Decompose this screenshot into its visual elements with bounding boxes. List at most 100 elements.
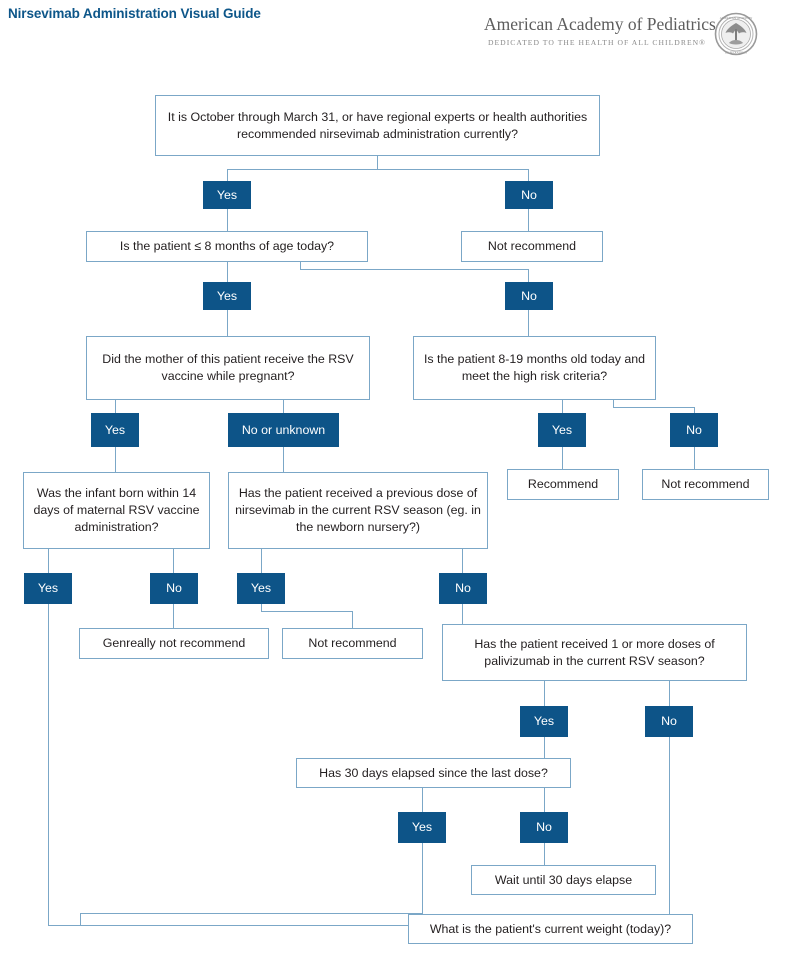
answer-no-palivizumab[interactable]: No — [645, 706, 693, 737]
connector — [227, 209, 228, 231]
terminal-text: Genreally not recommend — [102, 636, 246, 650]
connector — [377, 156, 378, 170]
connector — [352, 611, 353, 628]
answer-yes-born-within-14-days[interactable]: Yes — [24, 573, 72, 604]
connector — [669, 681, 670, 706]
answer-label: No or unknown — [241, 422, 326, 437]
connector — [613, 400, 614, 408]
answer-label: Yes — [37, 581, 59, 595]
answer-label: No — [521, 187, 537, 202]
terminal-not-recommend-season[interactable]: Not recommend — [461, 231, 603, 262]
question-text: Is the patient 8-19 months old today and… — [423, 352, 646, 383]
question-box-age-under-8-months[interactable]: Is the patient ≤ 8 months of age today? — [86, 231, 368, 262]
question-box-30-days-elapsed[interactable]: Has 30 days elapsed since the last dose? — [296, 758, 571, 788]
answer-yes-season[interactable]: Yes — [203, 181, 251, 209]
terminal-text: Not recommend — [487, 239, 577, 253]
connector — [115, 400, 116, 413]
connector — [173, 549, 174, 573]
answer-label: No — [455, 581, 471, 595]
question-text: It is October through March 31, or have … — [167, 109, 588, 141]
answer-no-or-unknown-maternal-vaccine[interactable]: No or unknown — [228, 413, 339, 447]
answer-label: Yes — [216, 187, 238, 202]
terminal-generally-not-recommend[interactable]: Genreally not recommend — [79, 628, 269, 659]
terminal-not-recommend-high-risk[interactable]: Not recommend — [642, 469, 769, 500]
question-box-palivizumab-doses[interactable]: Has the patient received 1 or more doses… — [442, 624, 747, 681]
question-text: What is the patient's current weight (to… — [429, 921, 672, 936]
answer-no-born-within-14-days[interactable]: No — [150, 573, 198, 604]
svg-text:AMERICAN ACADEMY: AMERICAN ACADEMY — [720, 16, 754, 20]
answer-label: Yes — [411, 820, 433, 834]
answer-label: Yes — [551, 422, 573, 437]
answer-no-high-risk[interactable]: No — [670, 413, 718, 447]
question-box-current-weight[interactable]: What is the patient's current weight (to… — [408, 914, 693, 944]
question-box-previous-nirsevimab-dose[interactable]: Has the patient received a previous dose… — [228, 472, 488, 549]
connector — [544, 737, 545, 758]
answer-yes-30-days[interactable]: Yes — [398, 812, 446, 843]
connector — [462, 549, 463, 573]
answer-label: No — [536, 820, 552, 834]
question-box-8-19-months-high-risk[interactable]: Is the patient 8-19 months old today and… — [413, 336, 656, 400]
terminal-not-recommend-previous-dose[interactable]: Not recommend — [282, 628, 423, 659]
page-title: Nirsevimab Administration Visual Guide — [8, 6, 261, 21]
answer-no-previous-dose[interactable]: No — [439, 573, 487, 604]
question-box-season[interactable]: It is October through March 31, or have … — [155, 95, 600, 156]
aap-seal-icon: AMERICAN ACADEMY OF PEDIATRICS — [714, 12, 758, 56]
connector — [227, 169, 228, 181]
answer-yes-previous-dose[interactable]: Yes — [237, 573, 285, 604]
connector — [562, 400, 563, 413]
connector — [283, 400, 284, 413]
answer-label: Yes — [216, 288, 238, 303]
answer-label: No — [166, 581, 182, 595]
connector — [377, 169, 529, 170]
question-text: Is the patient ≤ 8 months of age today? — [119, 239, 335, 253]
connector — [422, 788, 423, 812]
connector — [227, 169, 378, 170]
connector — [694, 407, 695, 413]
question-text: Has the patient received a previous dose… — [235, 486, 481, 534]
answer-no-age[interactable]: No — [505, 282, 553, 310]
connector — [173, 604, 174, 628]
question-text: Has the patient received 1 or more doses… — [474, 636, 715, 668]
answer-yes-age[interactable]: Yes — [203, 282, 251, 310]
question-box-born-within-14-days[interactable]: Was the infant born within 14 days of ma… — [23, 472, 210, 549]
connector — [261, 604, 262, 612]
answer-yes-maternal-vaccine[interactable]: Yes — [91, 413, 139, 447]
terminal-text: Wait until 30 days elapse — [494, 872, 633, 887]
connector — [462, 604, 463, 624]
answer-no-season[interactable]: No — [505, 181, 553, 209]
connector — [115, 447, 116, 472]
answer-yes-palivizumab[interactable]: Yes — [520, 706, 568, 737]
connector — [48, 604, 49, 926]
connector — [227, 262, 228, 282]
terminal-wait-until-30-days[interactable]: Wait until 30 days elapse — [471, 865, 656, 895]
aap-wordmark: American Academy of Pediatrics — [484, 14, 716, 34]
answer-label: No — [521, 288, 537, 303]
terminal-recommend[interactable]: Recommend — [507, 469, 619, 500]
terminal-text: Not recommend — [308, 636, 397, 650]
connector — [694, 447, 695, 469]
connector — [48, 549, 49, 573]
connector — [528, 310, 529, 336]
answer-yes-high-risk[interactable]: Yes — [538, 413, 586, 447]
answer-label: Yes — [104, 422, 126, 437]
question-box-maternal-rsv-vaccine[interactable]: Did the mother of this patient receive t… — [86, 336, 370, 400]
connector — [422, 843, 423, 914]
connector — [261, 549, 262, 573]
connector — [300, 269, 529, 270]
connector — [669, 737, 670, 914]
connector — [544, 788, 545, 812]
aap-tagline: DEDICATED TO THE HEALTH OF ALL CHILDREN® — [487, 38, 706, 47]
question-text: Was the infant born within 14 days of ma… — [33, 486, 200, 534]
connector — [528, 209, 529, 231]
connector — [80, 913, 423, 914]
answer-label: Yes — [250, 581, 272, 595]
connector — [544, 681, 545, 706]
connector — [544, 843, 545, 865]
connector — [562, 447, 563, 469]
connector — [261, 611, 353, 612]
answer-label: Yes — [533, 714, 555, 728]
connector — [528, 169, 529, 181]
connector — [283, 447, 284, 472]
answer-no-30-days[interactable]: No — [520, 812, 568, 843]
